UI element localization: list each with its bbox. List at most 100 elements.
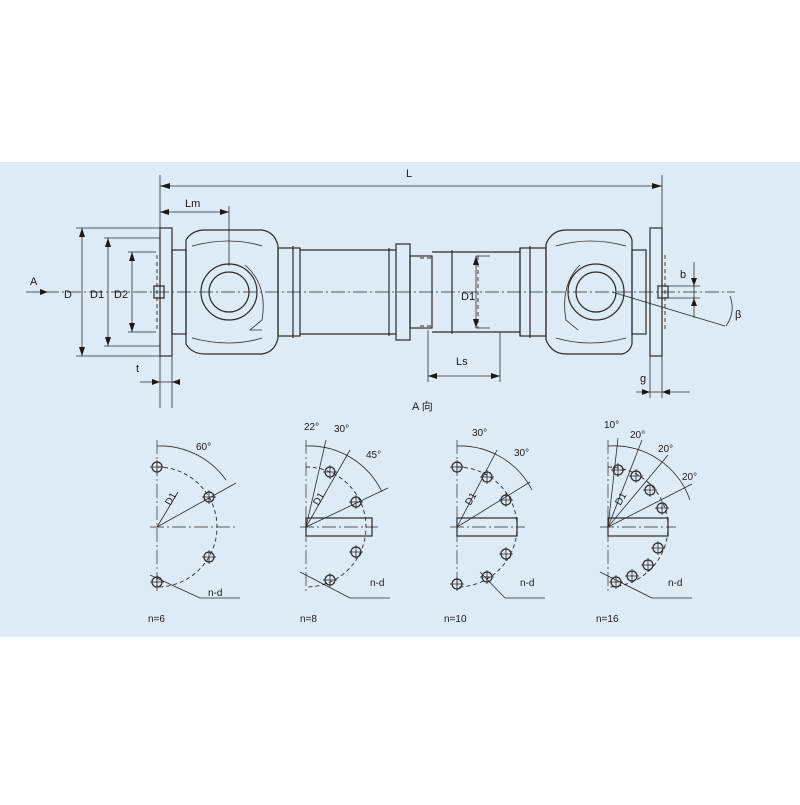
n6-bolt-hole	[150, 460, 164, 474]
left-key	[153, 285, 165, 299]
t-arrows	[152, 379, 180, 385]
Ls-arrows	[428, 373, 500, 379]
n16-bolt-hole	[625, 569, 639, 583]
n16-bolt-hole	[655, 501, 669, 515]
n10-angle-arc	[456, 445, 533, 491]
n16-bolt-hole	[643, 483, 657, 497]
n10-leader	[479, 571, 506, 599]
right-cross-bore	[575, 271, 617, 313]
n8-bolt-hole	[323, 573, 337, 587]
D1r-arrows	[473, 256, 479, 328]
n16-nd-label: n-d	[668, 578, 682, 589]
n10-angle-label-2: 30°	[514, 448, 529, 459]
n16-bolt-hole	[629, 469, 643, 483]
n6-angle-arc	[156, 445, 227, 481]
n10-nd-label: n-d	[520, 578, 534, 589]
n8-bolt-hole	[323, 465, 337, 479]
g-arrows	[642, 389, 670, 395]
n10-bolt-hole	[499, 493, 513, 507]
L-label: L	[406, 168, 412, 180]
n10-bolt-hole	[450, 460, 464, 474]
n16-angle-arc	[607, 445, 691, 501]
n10-bolt-hole	[499, 547, 513, 561]
n8-angle-label-1: 22°	[304, 422, 319, 433]
n10-angle-label-1: 30°	[472, 428, 487, 439]
n16-angle-line-1	[607, 437, 619, 528]
n8-pitch-circle	[305, 466, 367, 588]
n16-angle-line-2	[607, 439, 643, 528]
spline-sleeve	[409, 255, 433, 329]
n6-bolt-hole	[150, 575, 164, 589]
n10-bolt-hole	[480, 570, 494, 584]
n6-bolt-hole	[202, 550, 216, 564]
n6-count-label: n=6	[148, 614, 165, 625]
n8-count-label: n=8	[300, 614, 317, 625]
n10-pitch-circle	[456, 466, 518, 588]
n16-angle-label-4: 20°	[682, 472, 697, 483]
left-yoke-edges	[191, 240, 263, 344]
n16-angle-label-1: 10°	[604, 420, 619, 431]
n8-leader	[299, 571, 351, 599]
n16-bolt-hole	[611, 463, 625, 477]
n10-angle-line-1	[456, 449, 498, 528]
n8-bolt-hole	[349, 495, 363, 509]
drawing-background	[0, 162, 800, 637]
beta-line	[611, 291, 726, 327]
n16-leader	[599, 571, 653, 599]
A-view-caption: A 向	[412, 399, 433, 413]
right-yoke-edges	[555, 240, 627, 344]
right-yoke	[545, 229, 633, 355]
n8-angle-line-2	[305, 449, 351, 528]
n6-leader	[149, 574, 201, 599]
g-label: g	[640, 373, 646, 385]
shaft-assembly: L Lm D D1 D2 D1 Ls	[26, 168, 741, 413]
right-cross-bearing	[567, 263, 625, 321]
right-flange	[649, 227, 663, 357]
n8-angle-label-3: 45°	[366, 450, 381, 461]
n6-angle-label: 60°	[196, 442, 211, 453]
D-label: D	[64, 289, 72, 301]
left-yoke	[185, 229, 279, 355]
n10-bolt-hole	[480, 470, 494, 484]
Ls-label: Ls	[456, 356, 468, 368]
n6-d1-line	[156, 491, 179, 528]
n6-angle-line	[156, 482, 237, 528]
right-key	[657, 285, 669, 299]
left-cross-bore	[208, 271, 250, 313]
n6-nd-label: n-d	[208, 588, 222, 599]
t-label: t	[136, 363, 139, 375]
beta-label: β	[735, 309, 741, 321]
left-yoke-arm	[244, 264, 264, 331]
D2-arrows	[129, 252, 135, 332]
right-yoke-arm	[564, 264, 581, 331]
n8-angle-line-1	[305, 439, 327, 528]
n8-angle-label-2: 30°	[334, 424, 349, 435]
A-view-label: A	[30, 276, 38, 288]
Lm-label: Lm	[185, 198, 200, 210]
n16-angle-label-2: 20°	[630, 430, 645, 441]
n16-bolt-hole	[651, 541, 665, 555]
D1r-label: D1	[461, 291, 475, 303]
beta-arc	[725, 295, 733, 327]
right-flange-hub	[631, 249, 647, 335]
left-tube-neck	[277, 247, 301, 337]
n6-pitch-circle	[156, 466, 218, 588]
n16-count-label: n=16	[596, 614, 619, 625]
D2-label: D2	[114, 289, 128, 301]
n8-angle-arc	[305, 445, 383, 493]
n16-pitch-circle	[607, 466, 669, 588]
n8-bolt-hole	[349, 545, 363, 559]
A-view-arrowhead	[40, 289, 48, 295]
n16-angle-line-3	[607, 454, 669, 528]
n16-angle-line-4	[607, 483, 693, 528]
b-label: b	[680, 269, 686, 281]
b-arrows	[691, 278, 697, 306]
flange-pattern-n16: 10° 20° 20° 20° D1 n-d n=16	[596, 420, 697, 625]
n8-nd-label: n-d	[370, 578, 384, 589]
n16-angle-label-3: 20°	[658, 444, 673, 455]
n6-bolt-hole	[202, 490, 216, 504]
n10-angle-line-2	[456, 481, 531, 528]
n16-bolt-hole	[641, 558, 655, 572]
